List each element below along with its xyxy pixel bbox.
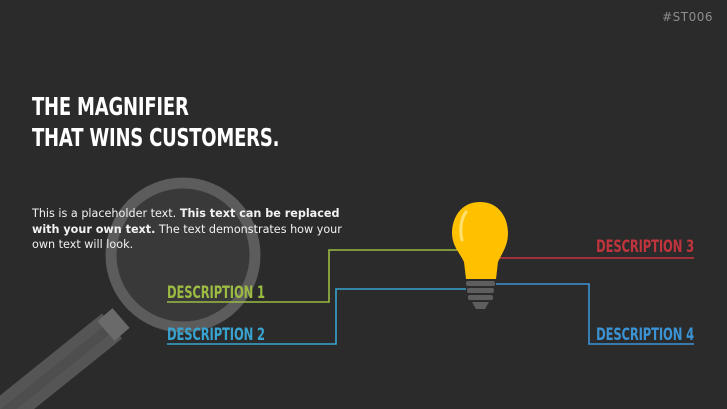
body-text-part-1: This is a placeholder text. <box>32 207 180 220</box>
body-text-bold: This text can be replaced with your own … <box>32 207 340 236</box>
connector-line-2 <box>167 288 466 345</box>
description-4-label: DESCRIPTION 4 <box>596 325 694 345</box>
light-bulb-icon <box>452 202 508 309</box>
slide-title: THE MAGNIFIER THAT WINS CUSTOMERS. <box>32 91 279 153</box>
description-2-label: DESCRIPTION 2 <box>167 325 265 345</box>
slide-title-line-2: THAT WINS CUSTOMERS. <box>32 123 280 152</box>
magnifying-glass-icon <box>0 177 261 409</box>
slide-title-line-1: THE MAGNIFIER <box>32 92 189 121</box>
slide-id-label: #ST006 <box>662 10 713 24</box>
connector-line-4 <box>496 283 694 345</box>
description-1-label: DESCRIPTION 1 <box>167 283 265 303</box>
body-text-part-3: The text demonstrates how your own text … <box>32 222 342 252</box>
connector-line-1 <box>167 249 464 303</box>
description-3-label: DESCRIPTION 3 <box>596 237 694 257</box>
body-text: This is a placeholder text. This text ca… <box>32 206 362 253</box>
